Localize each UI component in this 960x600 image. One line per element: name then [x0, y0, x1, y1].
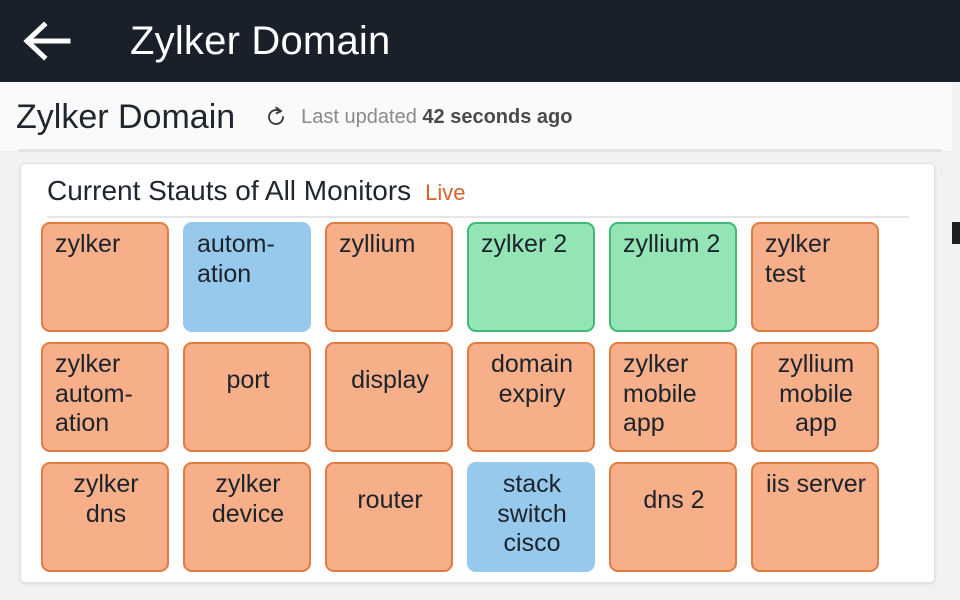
monitors-card: Current Stauts of All Monitors Live zylk… — [20, 163, 935, 583]
monitor-tile[interactable]: zylker 2 — [467, 222, 595, 332]
last-updated-status: Last updated 42 seconds ago — [301, 107, 572, 127]
scroll-indicator — [952, 222, 960, 244]
monitor-tile[interactable]: iis server — [751, 462, 879, 572]
sub-header-divider — [18, 149, 942, 152]
last-updated-label: Last updated — [301, 105, 423, 128]
monitor-tile[interactable]: zylker device — [183, 462, 311, 572]
monitor-tile[interactable]: router — [325, 462, 453, 572]
monitor-tile[interactable]: zyllium — [325, 222, 453, 332]
right-gutter — [952, 82, 960, 600]
monitor-tile[interactable]: dns 2 — [609, 462, 737, 572]
app-bar-title: Zylker Domain — [130, 19, 391, 63]
monitor-tile[interactable]: zylker — [41, 222, 169, 332]
last-updated-value: 42 seconds ago — [422, 105, 573, 128]
card-title: Current Stauts of All Monitors — [47, 175, 412, 206]
monitor-tile[interactable]: display — [325, 342, 453, 452]
page-title: Zylker Domain — [16, 97, 236, 136]
sub-header: Zylker Domain Last updated 42 seconds ag… — [0, 82, 960, 151]
monitor-tile[interactable]: zylker dns — [41, 462, 169, 572]
monitor-tile[interactable]: stack switch cisco — [467, 462, 595, 572]
refresh-icon[interactable] — [265, 106, 287, 128]
monitor-tile[interactable]: zylker test — [751, 222, 879, 332]
live-badge: Live — [425, 180, 466, 205]
back-button[interactable] — [0, 0, 92, 82]
monitor-tile[interactable]: zyllium mobile app — [751, 342, 879, 452]
monitor-tile[interactable]: domain expiry — [467, 342, 595, 452]
monitor-tile[interactable]: port — [183, 342, 311, 452]
card-header-rule — [47, 216, 909, 218]
arrow-left-icon — [20, 21, 72, 61]
monitor-tile[interactable]: zyllium 2 — [609, 222, 737, 332]
monitor-tile[interactable]: zylker mobile app — [609, 342, 737, 452]
card-header: Current Stauts of All Monitors Live — [47, 174, 466, 208]
monitor-tile[interactable]: autom-ation — [183, 222, 311, 332]
app-bar: Zylker Domain — [0, 0, 960, 82]
monitor-tile[interactable]: zylker autom-ation — [41, 342, 169, 452]
